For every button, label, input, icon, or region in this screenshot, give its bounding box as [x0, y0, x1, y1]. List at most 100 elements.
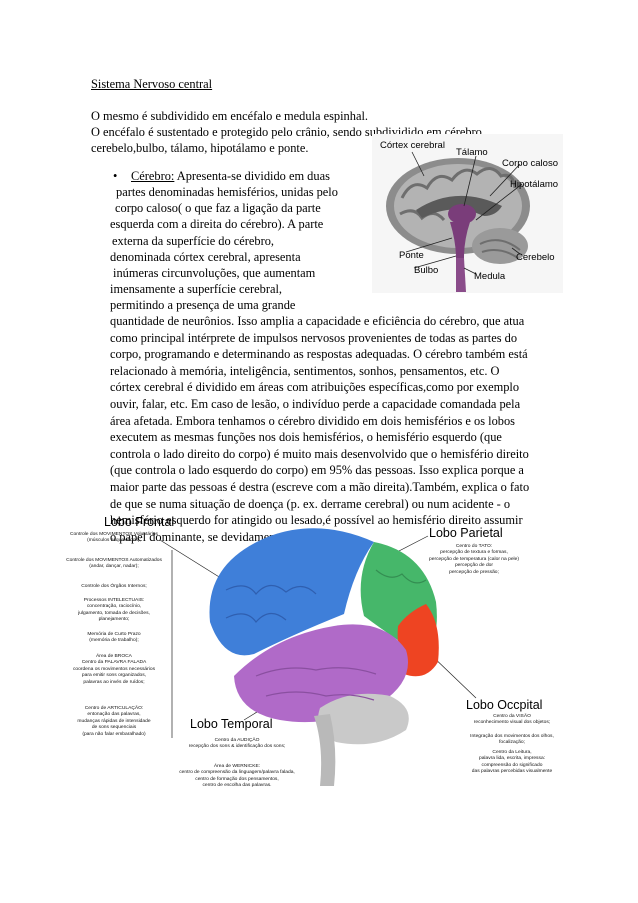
label-bulbo: Bulbo	[414, 265, 439, 276]
brainstem-shape	[450, 222, 470, 258]
caption-line: de sons sequenciais	[91, 725, 137, 731]
thalamus-shape	[448, 204, 476, 224]
wrapped-line: esquerda com a direita do cérebro). A pa…	[110, 217, 324, 232]
bullet-term: Cérebro:	[131, 169, 175, 183]
caption-line: centro de escolha das palavras.	[202, 783, 272, 789]
full-line: ouvir, falar, etc. Em caso de lesão, o i…	[110, 397, 521, 411]
caption-line: percepção de dor	[454, 563, 494, 569]
brain-lobes-drawing	[159, 528, 477, 786]
medulla-shape	[456, 258, 466, 292]
label-lobo-parietal: Lobo Parietal	[429, 526, 503, 540]
caption-line: Centro da PALAVRA FALADA	[81, 660, 147, 666]
occipital-lobe	[397, 604, 439, 677]
frontal-caption: Controle dos MOVIMENTOS Voluntários(músc…	[64, 532, 164, 545]
wrapped-line: imensamente a superfície cerebral,	[110, 282, 282, 297]
frontal-caption: Centro de ARTICULAÇÃO:entonação das pala…	[64, 706, 164, 738]
frontal-caption: Memória de Curto Prazo(memória de trabal…	[64, 632, 164, 645]
label-ponte: Ponte	[399, 250, 424, 261]
caption-line: Controle dos MOVIMENTOS Automatizados	[66, 558, 162, 563]
label-cortex: Córtex cerebral	[380, 140, 445, 151]
brain-sagittal-drawing	[372, 134, 563, 293]
caption-line: focalização;	[499, 740, 525, 746]
caption-line: Centro do TATO:	[455, 544, 493, 549]
label-cerebelo: Cerebelo	[516, 252, 555, 263]
frontal-lobe	[209, 528, 374, 656]
wrapped-line: externa da superfície do cérebro,	[112, 233, 275, 248]
wrapped-line: partes denominadas hemisférios, unidas p…	[116, 185, 338, 199]
full-line: quantidade de neurônios. Isso amplia a c…	[110, 314, 525, 328]
caption-line: (músculos esqueléticos);	[87, 538, 141, 544]
full-line: maior parte das pessoas é destra (escrev…	[110, 480, 530, 494]
caption-line: (memória de trabalho);	[89, 638, 139, 644]
full-line: executem as mesmas funções nos dois hemi…	[110, 430, 502, 445]
label-talamo: Tálamo	[456, 147, 488, 158]
temporal-caption: Área de WERNICKE:centro de compreensão d…	[162, 764, 312, 790]
frontal-caption: Controle dos MOVIMENTOS Automatizados(an…	[64, 558, 164, 571]
full-line: (que controla o lado esquerdo do corpo) …	[110, 463, 524, 478]
caption-line: Centro da Leitura,	[492, 750, 532, 755]
caption-line: recepção dos sons & identificação dos so…	[188, 744, 286, 750]
full-line: hemisfério esquerdo for atingido ou lesa…	[110, 513, 523, 528]
caption-line: centro de formação dos pensamentos,	[195, 776, 279, 782]
frontal-caption: Controle dos Órgãos Internos;	[64, 584, 164, 590]
label-lobo-temporal: Lobo Temporal	[190, 717, 273, 731]
intro-line-1: O mesmo é subdividido em encéfalo e medu…	[91, 109, 368, 123]
caption-line: reconhecimento visual dos objetos;	[473, 720, 551, 726]
caption-line: compreensão do significado	[481, 762, 543, 768]
intro-line-3: cerebelo,bulbo, tálamo, hipotálamo e pon…	[91, 141, 309, 155]
caption-line: para emitir sons organizados,	[81, 673, 147, 679]
caption-line: Memória de Curto Prazo	[87, 632, 141, 637]
caption-line: mudanças rápidas de intensidade	[77, 718, 151, 724]
cerebellum	[318, 693, 409, 745]
document-title: Sistema Nervoso central	[91, 77, 213, 91]
full-line: córtex cerebral é dividido em áreas com …	[110, 380, 520, 395]
caption-line: concentração, raciocínio,	[86, 604, 142, 610]
caption-line: Controle dos MOVIMENTOS Voluntários	[70, 532, 158, 537]
caption-line: Área de WERNICKE:	[213, 764, 261, 769]
label-hipotalamo: Hipotálamo	[510, 179, 559, 190]
caption-line: entonação das palavras,	[87, 712, 141, 718]
caption-line: Controle dos Órgãos Internos;	[81, 584, 147, 589]
full-line: de que se numa situação de doença (p. ex…	[110, 496, 511, 511]
caption-line: planejamento;	[98, 617, 130, 623]
caption-line: (andar, dançar, nadar);	[89, 564, 139, 570]
occipital-caption: Integração dos movimentos dos olhos,foca…	[458, 734, 566, 747]
caption-line: julgamento, tomada de decisões,	[78, 610, 150, 616]
full-line: relacionado à memória, inteligência, sen…	[110, 363, 500, 378]
brainstem	[314, 714, 336, 786]
caption-line: percepção de temperatura (calor na pele)	[429, 556, 519, 562]
parietal-caption: Centro do TATO:percepção de textura e fo…	[424, 544, 524, 576]
caption-line: Área de BROCA	[96, 654, 132, 659]
caption-line: coordena os movimentos necessários	[72, 666, 156, 672]
caption-line: Integração dos movimentos dos olhos,	[470, 734, 554, 739]
frontal-caption: Processos INTELECTUAIS:concentração, rac…	[64, 598, 164, 624]
full-line: área afetada. Embora tenhamos o cérebro …	[110, 413, 515, 428]
full-line: como principal intérprete de impulsos ne…	[110, 330, 518, 345]
caption-line: palavra lida, escrita, impressa:	[478, 756, 546, 762]
label-medula: Medula	[474, 271, 506, 282]
full-line: controla o lado direito do corpo) é muit…	[110, 446, 529, 461]
caption-line: Centro da VISÃO	[493, 714, 531, 719]
caption-line: Centro da AUDIÇÃO	[214, 738, 260, 743]
label-lobo-frontal: Lobo Frontal	[104, 515, 175, 529]
caption-line: percepção de pressão;	[449, 569, 499, 575]
wrapped-line: permitindo a presença de uma grande	[110, 298, 296, 313]
bullet-dot: •	[113, 169, 118, 183]
wrapped-line: inúmeras circunvoluções, que aumentam	[113, 266, 316, 280]
caption-line: centro de compreensão da linguagem/palav…	[179, 770, 295, 776]
full-line: corpo, programando e determinando as res…	[110, 347, 528, 362]
brain-sagittal-figure: Córtex cerebral Tálamo Corpo caloso Hipo…	[372, 134, 563, 293]
brain-lobes-figure: Lobo Frontal Lobo Parietal Lobo Temporal…	[66, 510, 566, 810]
wrapped-line: corpo caloso( o que faz a ligação da par…	[115, 201, 321, 216]
caption-line: Centro de ARTICULAÇÃO:	[84, 706, 144, 711]
caption-line: (para não falar embaralhado)	[82, 731, 146, 737]
bullet-rest: Apresenta-se dividido em duas	[174, 169, 330, 183]
occipital-caption: Centro da Leitura,palavra lida, escrita,…	[458, 750, 566, 776]
bullet-first-line: Cérebro: Apresenta-se dividido em duas	[131, 168, 330, 184]
wrapped-line: denominada córtex cerebral, apresenta	[110, 249, 301, 264]
label-lobo-occipital: Lobo Occpital	[466, 698, 543, 712]
caption-line: palavras ao invés de ruídos;	[83, 679, 145, 685]
